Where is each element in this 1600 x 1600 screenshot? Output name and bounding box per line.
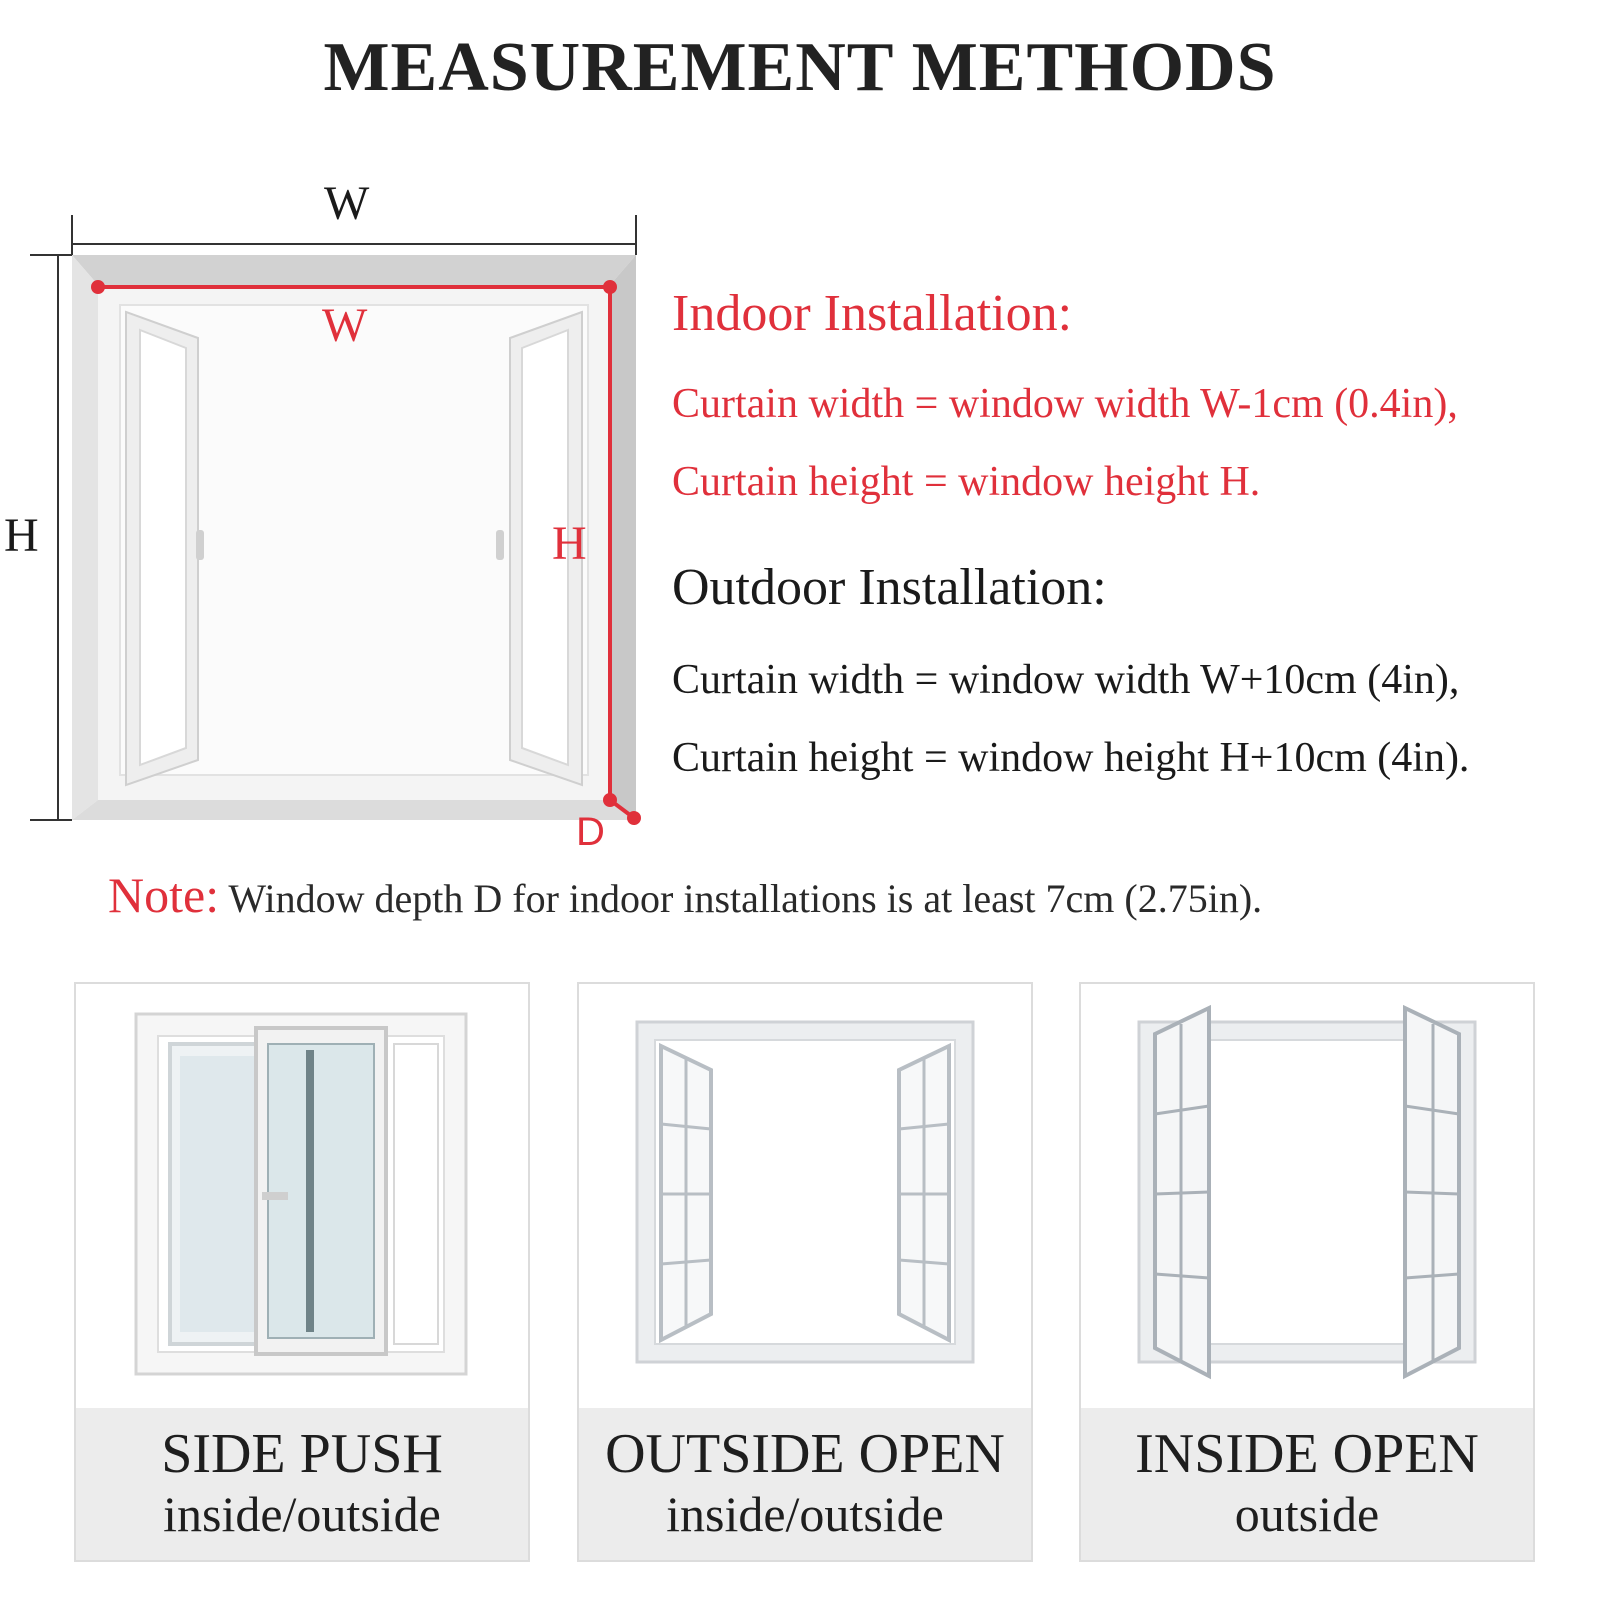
note-text: Window depth D for indoor installations … [228, 876, 1263, 921]
outside-open-title: OUTSIDE OPEN [605, 1423, 1005, 1485]
outside-open-window-illustration [635, 1020, 975, 1364]
side-push-caption: SIDE PUSH inside/outside [76, 1408, 528, 1560]
depth-label: D [576, 810, 605, 854]
outer-dimension-lines [30, 215, 637, 821]
inner-height-label: H [552, 517, 587, 570]
inner-measurement-lines [91, 280, 641, 825]
note: Note: Window depth D for indoor installa… [108, 866, 1262, 924]
window-type-card-outside-open: OUTSIDE OPEN inside/outside [577, 982, 1033, 1562]
window-frame [72, 255, 636, 820]
outside-open-caption: OUTSIDE OPEN inside/outside [579, 1408, 1031, 1560]
side-push-window-illustration [134, 1012, 468, 1376]
inside-open-title: INSIDE OPEN [1135, 1423, 1479, 1485]
note-label: Note: [108, 867, 220, 923]
inside-open-caption: INSIDE OPEN outside [1081, 1408, 1533, 1560]
inner-width-label: W [322, 299, 368, 352]
outer-height-label: H [4, 509, 39, 562]
inside-open-subtitle: outside [1234, 1486, 1380, 1543]
indoor-height-rule: Curtain height = window height H. [672, 459, 1261, 505]
window-type-card-inside-open: INSIDE OPEN outside [1079, 982, 1535, 1562]
outdoor-width-rule: Curtain width = window width W+10cm (4in… [672, 657, 1460, 703]
outer-width-label: W [324, 177, 370, 230]
outdoor-height-rule: Curtain height = window height H+10cm (4… [672, 735, 1470, 781]
side-push-title: SIDE PUSH [161, 1423, 443, 1485]
indoor-heading: Indoor Installation: [672, 285, 1073, 342]
side-push-subtitle: inside/outside [163, 1486, 441, 1543]
outside-open-subtitle: inside/outside [666, 1486, 944, 1543]
indoor-width-rule: Curtain width = window width W-1cm (0.4i… [672, 381, 1458, 427]
window-type-card-side-push: SIDE PUSH inside/outside [74, 982, 530, 1562]
measurement-diagram [30, 215, 641, 825]
outdoor-heading: Outdoor Installation: [672, 559, 1107, 616]
page-title: MEASUREMENT METHODS [323, 29, 1277, 106]
inside-open-window-illustration [1137, 1004, 1477, 1380]
